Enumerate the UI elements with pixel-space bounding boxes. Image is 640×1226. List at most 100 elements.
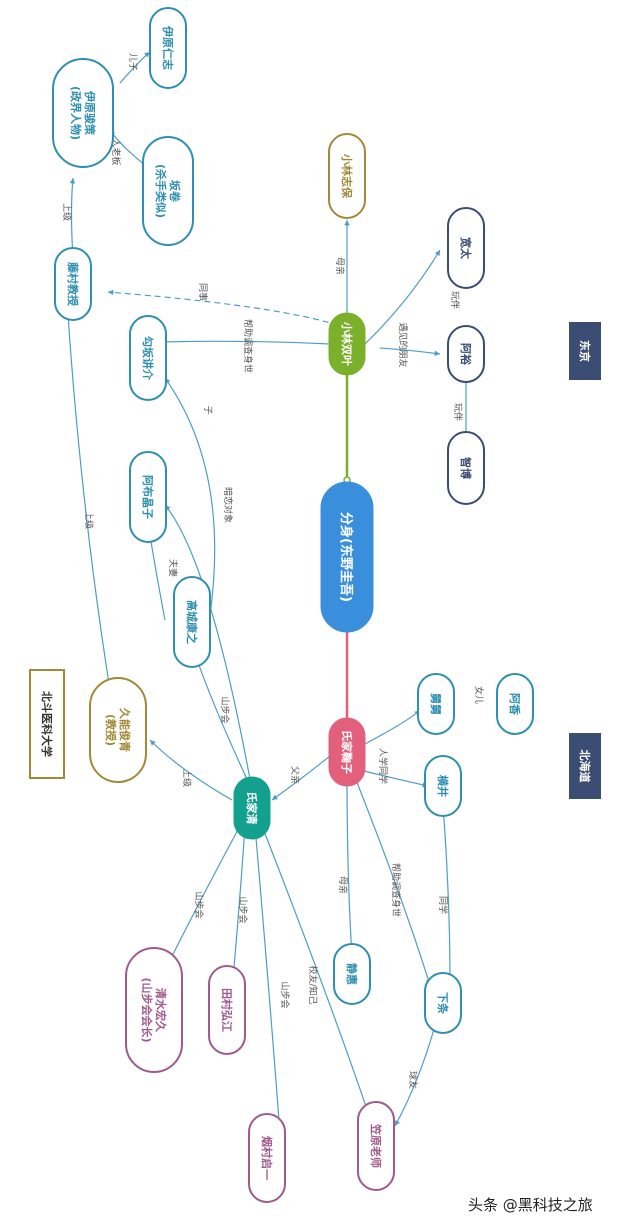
node-shape: [357, 1101, 395, 1191]
edge-label: 山步会: [237, 896, 249, 923]
node-shape: [417, 673, 455, 735]
edge-shanbu4: 山步会: [254, 825, 291, 1135]
node-label-group: 阿裕: [459, 343, 473, 365]
edge-friend_z: 玩伴: [452, 380, 469, 440]
node-xiaolin-shuangye[interactable]: 小林双叶: [328, 312, 366, 376]
node-shape: [54, 247, 92, 321]
node-shape: [447, 431, 485, 505]
node-ban-juan[interactable]: 坂卷(杀手类似): [142, 136, 194, 246]
node-label: 下条: [436, 992, 450, 1015]
node-label: 伊原骏策: [83, 90, 97, 136]
node-label: 阿香: [508, 693, 522, 716]
node-shape: [208, 965, 246, 1055]
node-shijia-juzi[interactable]: 氏家鞠子: [328, 717, 366, 787]
node-xia-tiao[interactable]: 下条: [424, 972, 462, 1034]
node-yancun[interactable]: 烟村启一: [248, 1113, 286, 1203]
node-qingshui[interactable]: 清水宏久(山步会会长): [125, 947, 183, 1073]
node-label: 藤村教授: [66, 262, 80, 307]
edge-line: [261, 825, 373, 1125]
edge-label: 玩伴: [449, 291, 461, 309]
node-shape: [129, 315, 167, 401]
region-label: 东京: [578, 340, 592, 362]
edge-line: [442, 804, 451, 981]
region-box: [569, 733, 601, 799]
node-gaocheng[interactable]: 高城康之: [173, 576, 211, 668]
node-shape: [424, 972, 462, 1034]
node-label: 舅舅: [429, 693, 443, 715]
watermark-text: 头条 @黑科技之旅: [468, 1196, 593, 1214]
arrowhead-icon: [434, 350, 440, 356]
node-yiyuan-renzhi[interactable]: 伊原仁志: [149, 7, 187, 89]
node-xiaolin-zhibao[interactable]: 小林志保: [328, 133, 366, 219]
node-label: 勾坂讲介: [141, 336, 155, 381]
node-shape: [233, 776, 271, 840]
node-shape: [149, 7, 187, 89]
node-a-xiang[interactable]: 阿香: [496, 673, 534, 735]
node-jiuneng[interactable]: 久能俊青(教授): [89, 677, 147, 783]
node-label: (杀手类似): [154, 164, 168, 218]
edge-line: [66, 299, 111, 691]
node-label: 横井: [436, 775, 450, 797]
node-label-group: 阿布晶子: [141, 475, 155, 519]
edge-label: 母亲: [334, 257, 346, 275]
edge-line: [159, 340, 331, 345]
node-label-group: 伊原仁志: [161, 25, 175, 70]
edge-ball_friend: 球友: [394, 1021, 437, 1127]
edge-ayu_bond: 遇见的朋友: [379, 322, 441, 368]
node-label-group: 烟村启一: [260, 1136, 274, 1180]
region-beidou: 北斗医科大学: [29, 669, 65, 779]
node-liyuan[interactable]: 笠原老师: [357, 1101, 395, 1191]
node-shape: [52, 58, 114, 168]
node-label: 静惠: [345, 963, 359, 985]
node-zhi-bo[interactable]: 智博: [447, 431, 485, 505]
node-shape: [328, 312, 366, 376]
arrowhead-icon: [150, 740, 156, 746]
node-shape: [447, 207, 485, 289]
node-label-group: 伊原骏策(政界人物): [69, 86, 97, 140]
node-kuang-tai[interactable]: 宽太: [447, 207, 485, 289]
node-jiujiu[interactable]: 舅舅: [417, 673, 455, 735]
arrowhead-icon: [144, 52, 150, 58]
node-shape: [328, 133, 366, 219]
edge-line: [271, 755, 331, 801]
node-gouban[interactable]: 勾坂讲介: [129, 315, 167, 401]
edge-line: [254, 825, 281, 1135]
node-a-yu[interactable]: 阿裕: [447, 325, 485, 383]
edge-line: [394, 1021, 437, 1127]
node-label: 伊原仁志: [161, 25, 175, 70]
node-shape: [447, 325, 485, 383]
node-center[interactable]: 分身(东野圭吾): [320, 481, 374, 633]
node-shijia-qing[interactable]: 氏家清: [233, 776, 271, 840]
node-shape: [320, 481, 374, 633]
region-box: [29, 669, 65, 779]
node-label-group: 静惠: [345, 963, 359, 985]
node-label: (政界人物): [69, 86, 83, 140]
edge-label: 母亲: [337, 876, 349, 894]
node-label-group: 清水宏久(山步会会长): [140, 977, 168, 1042]
region-label: 北海道: [578, 750, 592, 783]
edge-label: 父亲: [289, 766, 301, 784]
node-shape: [248, 1113, 286, 1203]
node-tengcun[interactable]: 藤村教授: [54, 247, 92, 321]
edge-label: 儿子: [127, 53, 138, 71]
node-label-group: 氏家鞠子: [340, 730, 354, 774]
edge-shanbu3: 山步会: [229, 825, 249, 991]
node-shape: [173, 576, 211, 668]
node-jing-hui[interactable]: 静惠: [333, 943, 371, 1005]
node-yiyuan-junfu[interactable]: 伊原骏策(政界人物): [52, 58, 114, 168]
node-abu-jingzi[interactable]: 阿布晶子: [129, 451, 167, 543]
node-label-group: 笠原老师: [369, 1123, 383, 1168]
node-hengjing[interactable]: 横井: [424, 755, 462, 817]
node-label-group: 田村弘江: [220, 988, 234, 1032]
edge-boss: 上级: [149, 739, 233, 801]
node-label: 久能俊青: [118, 708, 132, 752]
edge-label: 人学同学: [377, 748, 389, 784]
node-label: (教授): [104, 714, 118, 746]
node-label-group: 下条: [436, 992, 450, 1015]
node-tiancun[interactable]: 田村弘江: [208, 965, 246, 1055]
edge-label: 玩伴: [452, 403, 464, 421]
edge-label: 人老板: [110, 138, 122, 165]
edge-label: 上级: [61, 203, 73, 221]
node-label: 坂卷: [168, 180, 182, 203]
